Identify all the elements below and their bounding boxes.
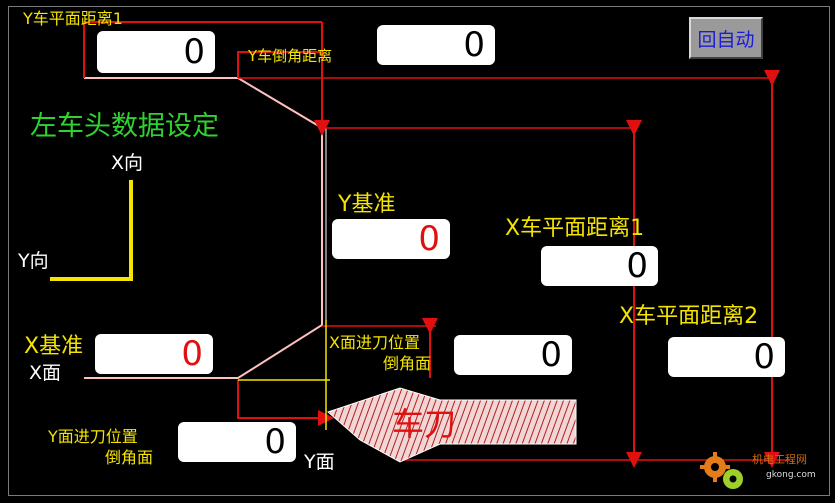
y-reference-label: Y基准 [338, 192, 396, 217]
y-flat-dist-line [83, 21, 322, 78]
watermark-url: gkong.com [766, 470, 816, 480]
y-face-label: Y面 [304, 451, 335, 473]
cutter-label: 车刀 [392, 405, 457, 443]
x-reference-field[interactable]: 0 [95, 334, 213, 374]
y-feed-position-label: Y面进刀位置 [48, 427, 138, 446]
y-feed-chamfer-label: 倒角面 [105, 448, 154, 467]
back-to-auto-button[interactable]: 回自动 [689, 17, 763, 59]
y-feed-position-field[interactable]: 0 [178, 422, 296, 462]
watermark-name: 机电工程网 [752, 453, 807, 466]
y-flat-dist1-label: Y车平面距离1 [23, 9, 123, 28]
x-feed-position-label: X面进刀位置 [329, 333, 420, 352]
x-flat-dist2-field[interactable]: 0 [668, 337, 785, 377]
cutter-shape [327, 387, 577, 463]
y-direction-label: Y向 [18, 250, 49, 272]
y-flat-dist1-field[interactable]: 0 [97, 31, 215, 73]
x-flat-dist2-label: X车平面距离2 [619, 304, 759, 329]
workpiece-profile [84, 77, 323, 379]
gear-logo-icon [700, 452, 743, 489]
y-reference-field[interactable]: 0 [332, 219, 450, 259]
x-feed-chamfer-label: 倒角面 [383, 354, 432, 373]
screen-frame [8, 6, 830, 496]
x-direction-label: X向 [111, 152, 144, 174]
page-title: 左车头数据设定 [30, 111, 219, 142]
x-flat-dist1-label: X车平面距离1 [505, 216, 645, 241]
back-to-auto-label: 回自动 [697, 28, 755, 51]
axis-indicator [50, 180, 133, 281]
x-reference-label: X基准 [24, 334, 84, 359]
x-feed-position-field[interactable]: 0 [454, 335, 572, 375]
x-flat-dist1-field[interactable]: 0 [541, 246, 658, 286]
y-chamfer-dist-field[interactable]: 0 [377, 25, 495, 65]
y-chamfer-dist-label: Y车倒角距离 [248, 47, 333, 65]
x-face-label: X面 [29, 362, 62, 384]
